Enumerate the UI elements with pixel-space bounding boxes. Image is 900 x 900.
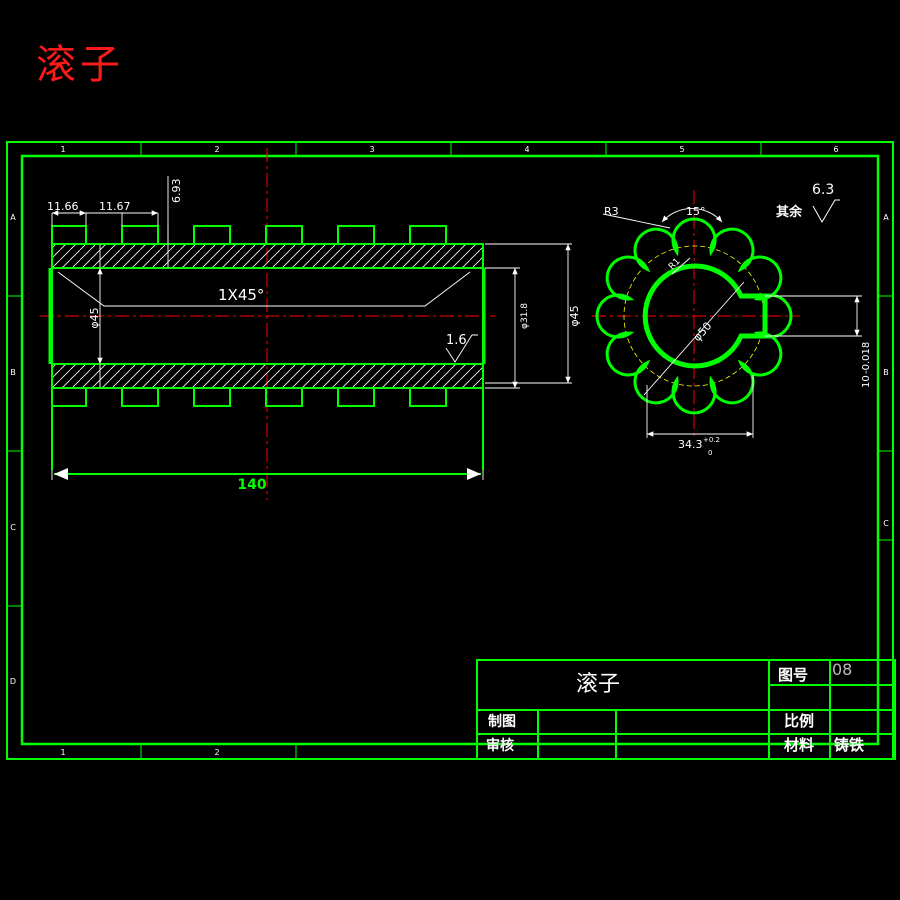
dim-pitch-1: 11.66 <box>47 200 79 213</box>
drawing-frame <box>6 141 894 760</box>
dim-tooth-height: 6.93 <box>170 179 183 204</box>
part-name: 滚子 <box>576 672 620 697</box>
zone-left-a: A <box>10 213 16 222</box>
material-label: 材料 <box>784 736 814 754</box>
front-upper-wall <box>52 244 483 268</box>
zone-top-5: 5 <box>679 145 684 154</box>
dim-front-bore: φ45 <box>88 307 101 328</box>
zone-top-6: 6 <box>833 145 838 154</box>
dim-pitch-2: 11.67 <box>99 200 131 213</box>
dim-chamfer: 1X45° <box>218 286 264 304</box>
zone-top-4: 4 <box>524 145 529 154</box>
dim-length: 140 <box>237 477 266 493</box>
zone-top-3: 3 <box>369 145 374 154</box>
zone-bottom-2: 2 <box>214 748 219 757</box>
bore-outline <box>642 263 768 369</box>
dim-roughness-1-6: 1.6 <box>446 333 467 348</box>
title-block-text: 滚子 图号 08 制图 审核 比例 材料 铸铁 <box>486 660 864 754</box>
material-value: 铸铁 <box>834 736 864 754</box>
zone-right-b: B <box>883 368 889 377</box>
zone-left-c: C <box>10 523 16 532</box>
dim-key-depth-tol: +0.2 <box>703 436 720 444</box>
checked-label: 审核 <box>486 737 514 754</box>
surface-note-value: 6.3 <box>812 182 834 198</box>
gear-outline <box>595 217 793 415</box>
drawing-no-label: 图号 <box>778 666 808 684</box>
scale-label: 比例 <box>784 712 814 730</box>
dim-radius: R3 <box>604 205 619 218</box>
dim-key-width: 10 <box>861 375 872 388</box>
dim-diameter-outer: φ45 <box>568 305 581 326</box>
zone-top-2: 2 <box>214 145 219 154</box>
dim-key-width-tol: -0.018 <box>861 342 872 374</box>
front-teeth-bottom <box>51 388 447 407</box>
surface-finish-note: 其余 6.3 <box>776 182 840 224</box>
dim-key-depth: 34.3 <box>678 438 703 451</box>
front-lower-wall <box>52 364 483 388</box>
zone-bottom-1: 1 <box>60 748 65 757</box>
title-block <box>476 659 896 760</box>
front-teeth-top <box>51 225 447 244</box>
drawing-no: 08 <box>832 660 852 679</box>
front-view: 11.66 11.67 6.93 φ45 1X45° 1.6 φ31.8 φ45… <box>40 148 581 500</box>
zone-right-c: C <box>883 519 889 528</box>
dim-angle: 15° <box>686 205 706 218</box>
roughness-symbol <box>812 199 840 224</box>
drawn-label: 制图 <box>488 713 516 730</box>
zone-right-a: A <box>883 213 889 222</box>
side-view: R3 15° R1 φ50 34.3 +0.2 0 10 -0.018 <box>592 190 872 457</box>
zone-top-1: 1 <box>60 145 65 154</box>
dim-diameter-small: φ31.8 <box>520 303 530 329</box>
zone-left-b: B <box>10 368 16 377</box>
zone-left-d: D <box>10 677 16 686</box>
surface-note-label: 其余 <box>776 204 803 220</box>
dim-key-depth-tol-low: 0 <box>708 449 712 457</box>
zone-labels: 1 2 3 4 5 6 1 2 A B C D A B C <box>10 145 889 757</box>
drawing-title: 滚子 <box>36 42 124 88</box>
